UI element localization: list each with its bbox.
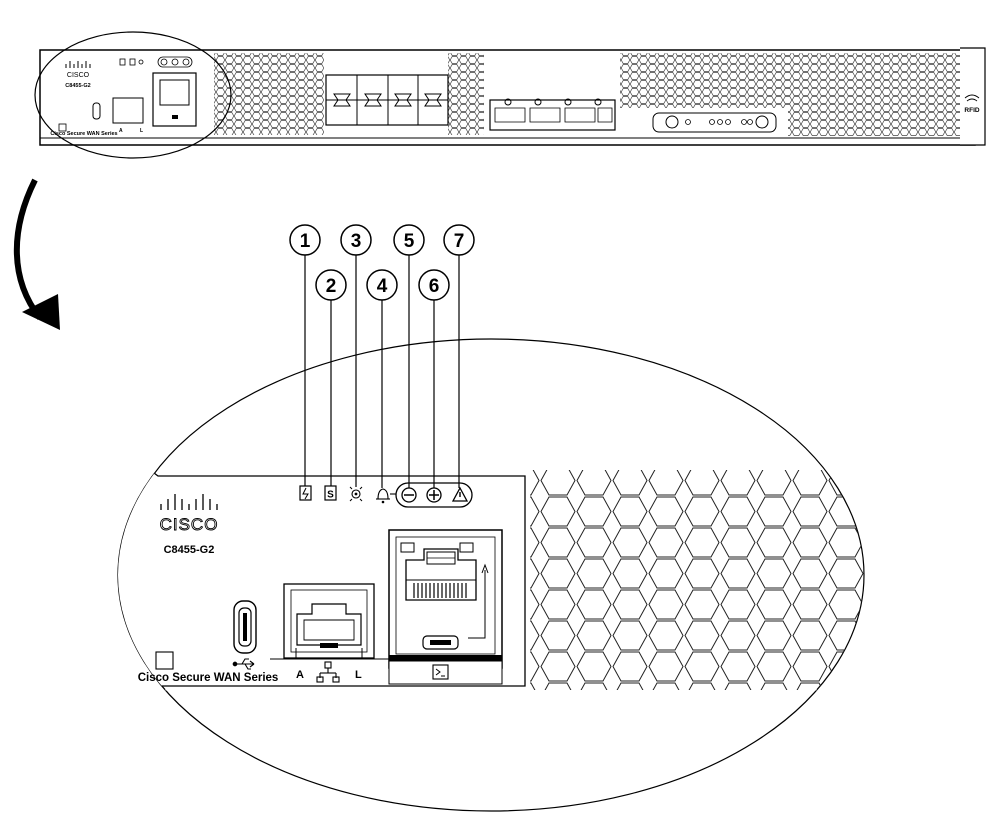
overview-port-a: A: [119, 128, 123, 134]
blank-indicator: [155, 651, 174, 670]
port-label-a: A: [296, 669, 304, 681]
rfid-tab: [960, 47, 986, 146]
svg-text:3: 3: [351, 231, 362, 252]
thumbscrew-right: [755, 115, 769, 129]
svg-text:4: 4: [377, 276, 388, 297]
overview-cisco-logo: [65, 61, 91, 68]
svg-text:6: 6: [429, 276, 440, 297]
overview-led-row: [119, 56, 193, 68]
callout-leaders: [304, 255, 460, 488]
svg-text:2: 2: [326, 276, 337, 297]
usb-c-port[interactable]: [233, 600, 257, 654]
vent-grille-mid: [448, 53, 484, 135]
svg-text:S: S: [327, 490, 334, 501]
rfid-label: RFID: [964, 107, 979, 114]
vent-grille-right: [620, 53, 965, 108]
model-label: C8455-G2: [164, 544, 215, 556]
callout-5: 5: [393, 224, 425, 256]
management-port[interactable]: [283, 583, 375, 660]
sfp-port-block-1: [325, 74, 449, 126]
rfid-icon: [964, 94, 980, 102]
overview-console-port: [152, 72, 197, 127]
locator-icon: [349, 486, 363, 502]
overview-brand: CISCO: [67, 72, 90, 79]
vent-grille-right-lower: [788, 108, 965, 136]
zoom-arrow-head: [22, 294, 60, 330]
callout-2: 2: [315, 269, 347, 301]
zoom-vent-grille: [530, 470, 864, 690]
network-icon: [316, 661, 340, 683]
sfp-port-block-2: [489, 98, 616, 131]
callout-3: 3: [340, 224, 372, 256]
zoom-source-circle: [34, 31, 232, 159]
console-icon: [432, 664, 449, 680]
cisco-wordmark: CISCO: [160, 515, 219, 534]
port-label-l: L: [355, 669, 362, 681]
callout-1: 1: [289, 224, 321, 256]
thumbscrew-left: [665, 115, 679, 129]
svg-text:1: 1: [300, 231, 311, 252]
major-alarm-icon: [426, 487, 442, 503]
overview-series: Cisco Secure WAN Series: [50, 131, 117, 137]
overview-model: C8455-G2: [65, 83, 90, 89]
callout-4: 4: [366, 269, 398, 301]
usb-icon: [232, 658, 255, 670]
overview-usb-c: [92, 102, 101, 120]
callout-6: 6: [418, 269, 450, 301]
cisco-logo: [160, 494, 218, 510]
chassis-overview: RFID CISCO C8455-G2 Cisco Secure WAN Ser…: [39, 47, 986, 146]
zoom-detail: [118, 469, 864, 691]
svg-text:5: 5: [404, 231, 415, 252]
zoom-arrow: [13, 178, 43, 320]
overview-port-l: L: [140, 128, 143, 134]
callout-7: 7: [443, 224, 475, 256]
overview-mgmt-port: [112, 97, 144, 124]
vent-grille-left: [214, 53, 324, 135]
alarm-bell-icon: [376, 488, 396, 504]
series-label: Cisco Secure WAN Series: [138, 672, 279, 684]
svg-text:7: 7: [454, 231, 465, 252]
console-port[interactable]: [388, 529, 503, 685]
critical-alarm-icon: [451, 486, 469, 502]
